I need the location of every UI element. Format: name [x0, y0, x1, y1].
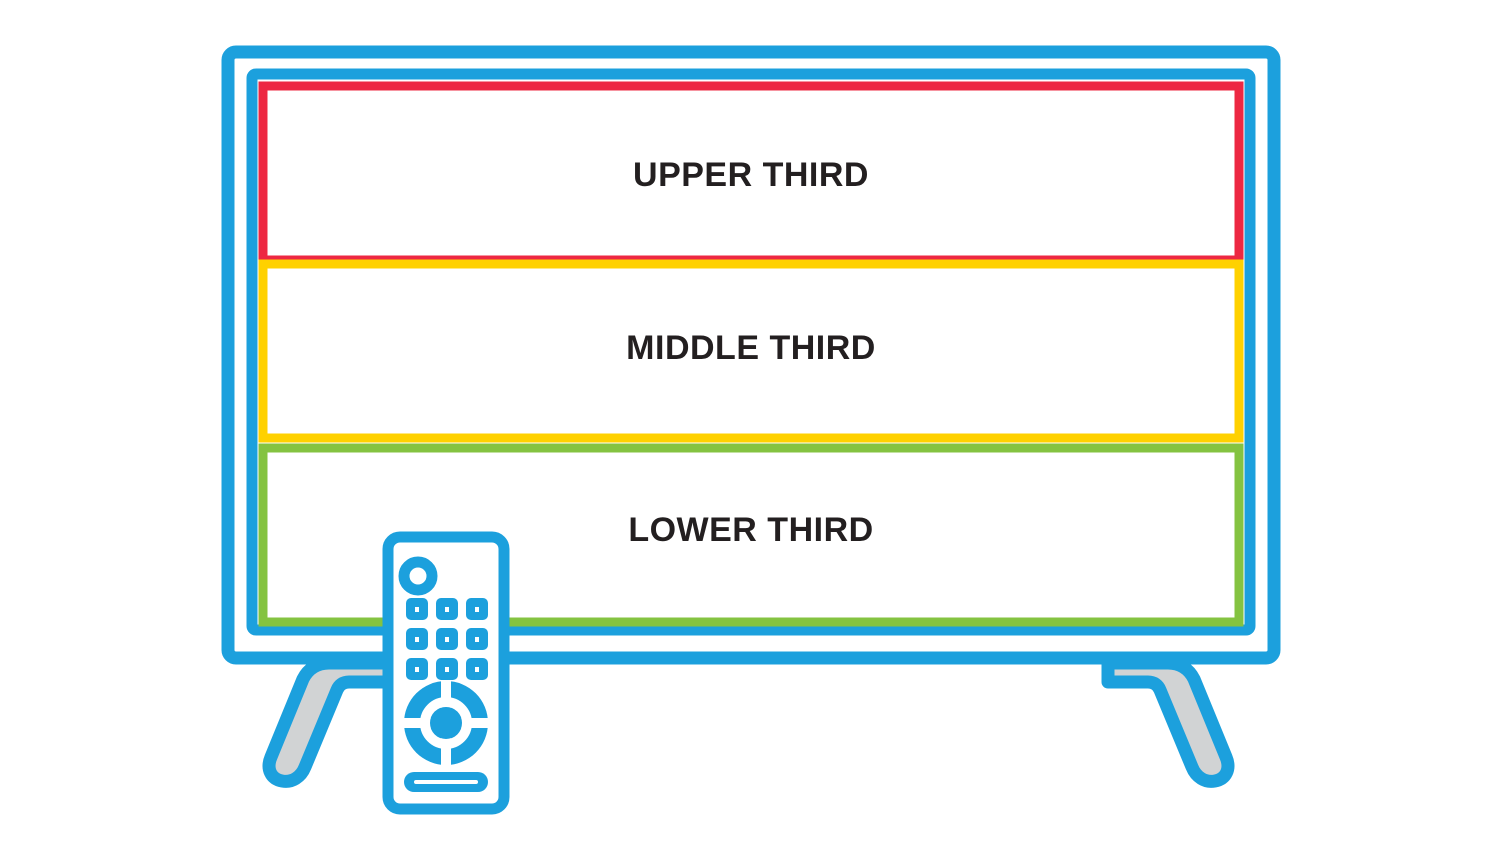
power-button-ring [398, 556, 438, 596]
power-button[interactable] [398, 556, 438, 596]
menu-bar-button[interactable] [404, 772, 488, 792]
tv-stand-leg-left [262, 656, 396, 788]
directional-pad[interactable] [404, 681, 488, 765]
keypad-button-dot [445, 667, 449, 672]
zone-middle-third-border [258, 259, 1244, 443]
keypad-button-dot [475, 667, 479, 672]
remote-control[interactable] [382, 531, 510, 815]
zone-upper-third[interactable]: UPPER THIRD [258, 81, 1244, 265]
zone-middle-third[interactable]: MIDDLE THIRD [258, 259, 1244, 443]
keypad-button[interactable] [466, 598, 488, 620]
keypad-button[interactable] [406, 658, 428, 680]
tv-stand-leg-right [1101, 656, 1235, 788]
keypad-button-dot [475, 607, 479, 612]
keypad-button[interactable] [436, 658, 458, 680]
dpad-center-button[interactable] [430, 707, 462, 739]
keypad-button[interactable] [436, 598, 458, 620]
right-leg-shape [1101, 656, 1235, 788]
keypad-button-dot [415, 667, 419, 672]
keypad-button[interactable] [406, 598, 428, 620]
zone-middle-third-label: MIDDLE THIRD [626, 329, 876, 367]
left-leg-shape [262, 656, 396, 788]
dpad-ring [420, 697, 472, 749]
tv-stand [262, 656, 1235, 788]
keypad-button[interactable] [466, 628, 488, 650]
remote-keypad[interactable] [406, 598, 488, 680]
keypad-button[interactable] [466, 658, 488, 680]
keypad-button[interactable] [406, 628, 428, 650]
menu-bar-line [414, 780, 478, 784]
keypad-button-dot [415, 637, 419, 642]
zone-upper-third-label: UPPER THIRD [633, 156, 869, 194]
keypad-button-dot [445, 607, 449, 612]
zone-lower-third-label: LOWER THIRD [628, 511, 873, 549]
keypad-button[interactable] [436, 628, 458, 650]
keypad-button-dot [415, 607, 419, 612]
keypad-button-dot [475, 637, 479, 642]
keypad-button-dot [445, 637, 449, 642]
